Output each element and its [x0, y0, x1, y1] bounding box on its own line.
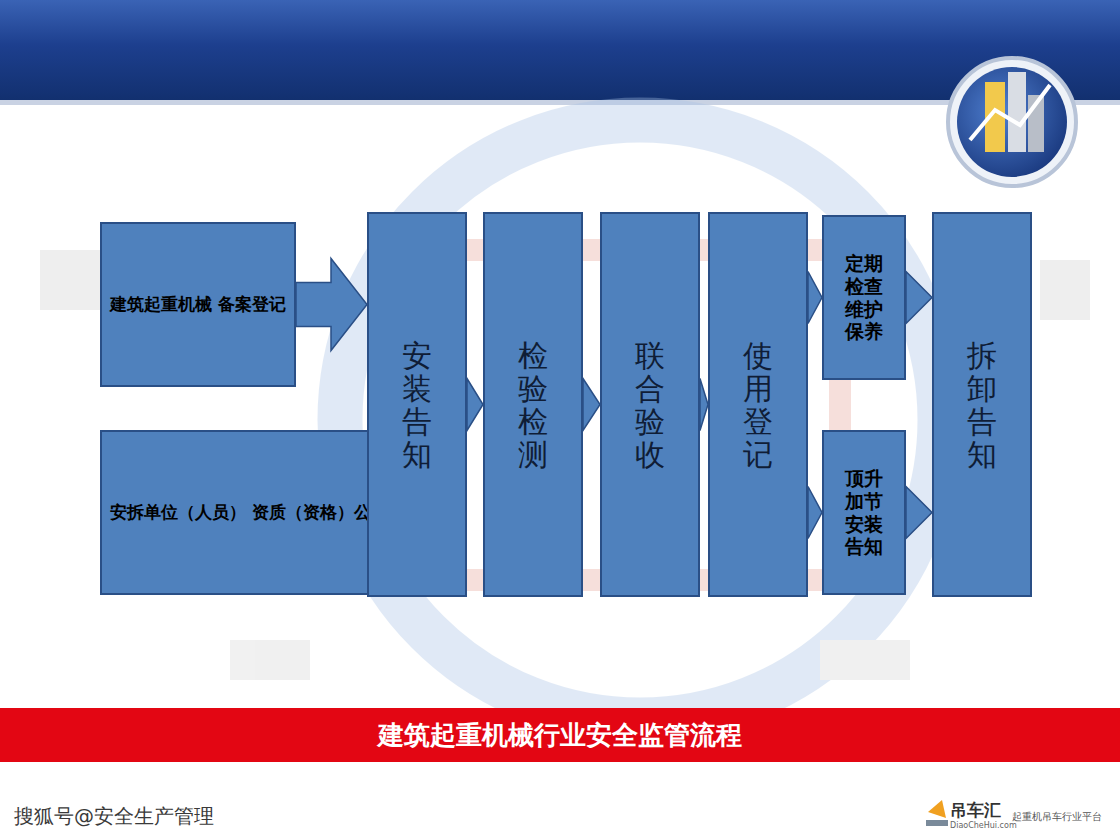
chart-icon — [948, 58, 1076, 186]
stage-box: 安装告知 — [367, 212, 467, 597]
node-label: 定期 检查 维护 保养 — [844, 252, 884, 343]
node-label: 联合验收 — [635, 339, 665, 471]
process-box: 建筑起重机械 备案登记 — [100, 222, 296, 387]
process-box: 安拆单位（人员） 资质（资格）公示 — [100, 430, 398, 595]
watermark — [40, 120, 1090, 720]
logo-text: DiaoCheHui.com — [950, 821, 1017, 830]
node-label: 检验检测 — [518, 339, 548, 471]
logo-text: 起重机吊车行业平台 — [1012, 810, 1102, 824]
flow-arrow — [906, 272, 932, 324]
node-label: 顶升 加节 安装 告知 — [844, 467, 884, 558]
caption: 建筑起重机械行业安全监管流程 — [0, 708, 1120, 762]
flow-arrow — [296, 259, 367, 351]
caption-band — [0, 708, 1120, 762]
flow-arrow — [467, 379, 483, 431]
process-box: 顶升 加节 安装 告知 — [822, 430, 906, 595]
stage-box: 拆卸告知 — [932, 212, 1032, 597]
stage-box: 检验检测 — [483, 212, 583, 597]
stage-box: 联合验收 — [600, 212, 700, 597]
stage-box: 使用登记 — [708, 212, 808, 597]
flow-arrow — [583, 379, 600, 431]
source-credit: 搜狐号@安全生产管理 — [14, 803, 214, 830]
node-label: 拆卸告知 — [967, 339, 997, 471]
node-label: 使用登记 — [743, 339, 773, 471]
flow-arrow — [700, 379, 708, 431]
flow-arrow — [808, 487, 822, 539]
logo-icon — [926, 800, 948, 826]
header-band — [0, 0, 1120, 100]
flow-arrow — [906, 487, 932, 539]
node-label: 建筑起重机械 备案登记 — [110, 293, 286, 316]
logo-text: 吊车汇 — [950, 799, 1001, 822]
flow-arrow — [808, 272, 822, 324]
process-box: 定期 检查 维护 保养 — [822, 215, 906, 380]
node-label: 安拆单位（人员） 资质（资格）公示 — [110, 501, 388, 524]
node-label: 安装告知 — [402, 339, 432, 471]
